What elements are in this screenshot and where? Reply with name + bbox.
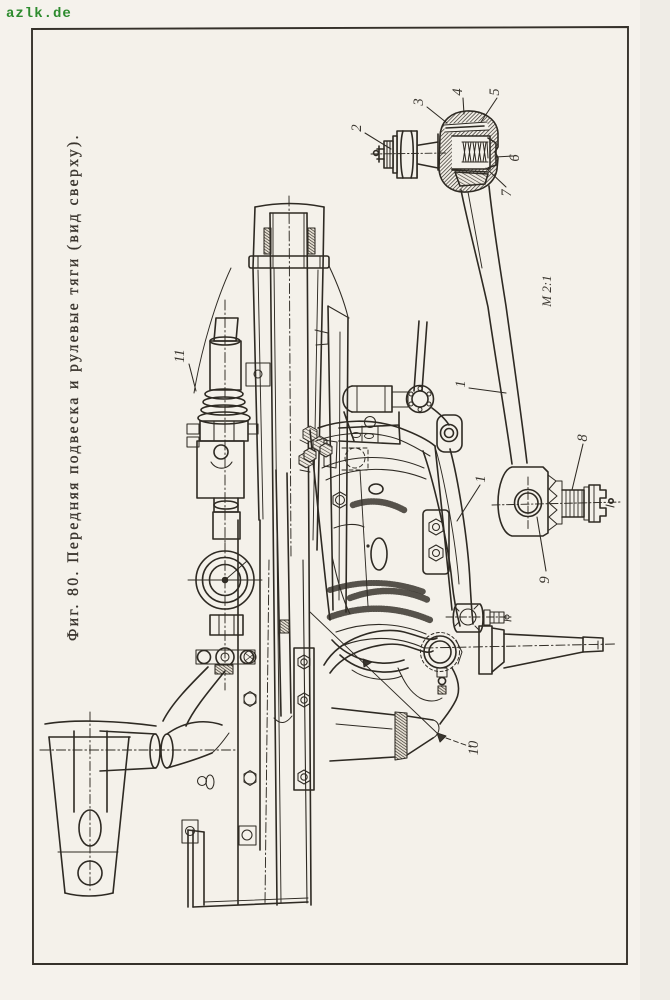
svg-text:Фиг. 80. Передняя подвеска и р: Фиг. 80. Передняя подвеска и рулевые тяг…	[65, 133, 82, 641]
svg-text:5: 5	[487, 88, 503, 95]
svg-text:8: 8	[575, 434, 591, 442]
svg-text:azlk.de: azlk.de	[6, 6, 72, 22]
svg-text:7: 7	[499, 189, 515, 197]
svg-text:1: 1	[473, 475, 489, 482]
svg-text:10: 10	[466, 740, 482, 755]
svg-text:М 2:1: М 2:1	[539, 275, 554, 307]
svg-text:3: 3	[411, 98, 427, 106]
svg-text:6: 6	[507, 154, 523, 162]
svg-text:9: 9	[537, 576, 553, 584]
svg-text:1: 1	[453, 380, 469, 387]
svg-text:2: 2	[349, 124, 365, 131]
svg-text:4: 4	[450, 88, 466, 95]
svg-text:11: 11	[172, 349, 188, 362]
